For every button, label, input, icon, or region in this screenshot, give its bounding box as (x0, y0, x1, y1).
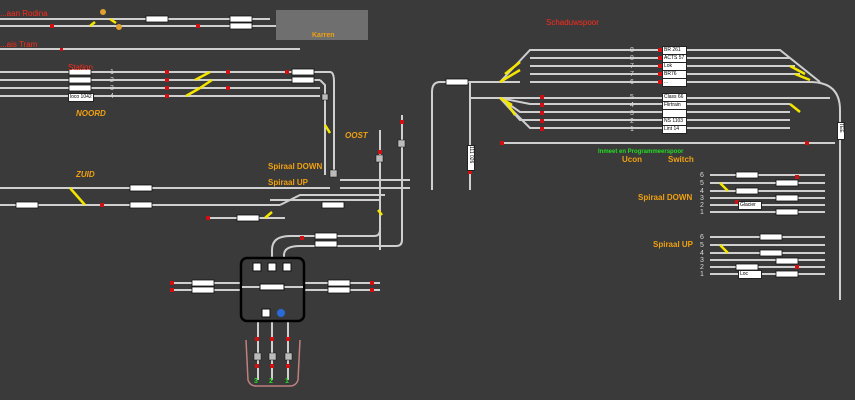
station-track-number: 1 (110, 69, 114, 76)
spiraal-down-track-number: 3 (700, 195, 704, 202)
track-number: 4 (630, 102, 634, 109)
track-number: 6 (630, 79, 634, 86)
signal-icon[interactable] (50, 24, 809, 368)
spiraal-down-track-number: 5 (700, 180, 704, 187)
programming-track-loco-tag[interactable]: 111 026 (467, 145, 475, 171)
oost-label: OOST (345, 131, 368, 140)
switch-label: Switch (668, 155, 694, 164)
station-track-number: 4 (110, 93, 114, 100)
info-icon[interactable] (277, 309, 285, 317)
track-number: 5 (630, 94, 634, 101)
spiraal-down-track-number: 1 (700, 209, 704, 216)
spiraal-up-track-number: 2 (700, 264, 704, 271)
station-label-top: ...aan Rodina (0, 9, 48, 18)
spiraal-up-left-label: Spiraal UP (268, 178, 309, 187)
station-loco-tag[interactable]: loco 1042 (68, 93, 94, 102)
spiraal-up-track-number: 3 (700, 257, 704, 264)
schaduw-loco-tag[interactable]: ... (662, 78, 687, 87)
spiraal-up-right-label: Spiraal UP (653, 240, 694, 249)
spiraal-down-loco-tag[interactable]: Glacier (738, 201, 762, 210)
zuid-label: ZUID (76, 170, 95, 179)
schaduwspoor-label: Schaduwspoor (546, 18, 599, 27)
spiraal-up-loco-tag[interactable]: Loc (738, 270, 762, 279)
track-number: 8 (630, 47, 634, 54)
station-track-number: 3 (110, 85, 114, 92)
turntable-track-number: 3 (254, 378, 258, 385)
station-track-number: 2 (110, 77, 114, 84)
track-number: 8 (630, 55, 634, 62)
station-label: Station (68, 63, 93, 72)
spiraal-up-track-number: 5 (700, 242, 704, 249)
spiraal-down-right-label: Spiraal DOWN (638, 193, 693, 202)
track-number: 1 (630, 126, 634, 133)
spiraal-up-track-number: 1 (700, 271, 704, 278)
inmeet-label: Inmeet en Programmeerspoor (598, 149, 684, 155)
karren-yard[interactable] (276, 10, 368, 40)
spiraal-down-track-number: 6 (700, 172, 704, 179)
track-number: 3 (630, 110, 634, 117)
spiraal-up-track-number: 4 (700, 250, 704, 257)
karren-label: Karren (312, 32, 335, 39)
spiraal-down-track-number: 2 (700, 202, 704, 209)
right-loop-loco-tag[interactable]: TEE (837, 122, 845, 140)
tram-label: ...ais Tram (0, 40, 38, 49)
turntable-track-number: 1 (285, 378, 289, 385)
spiraal-down-track-number: 4 (700, 188, 704, 195)
turntable-icon[interactable] (252, 262, 292, 318)
spiraal-down-left-label: Spiraal DOWN (268, 162, 323, 171)
turntable-track-number: 2 (269, 378, 273, 385)
track-number: 2 (630, 118, 634, 125)
track-number: 7 (630, 63, 634, 70)
ucon-label: Ucon (622, 155, 642, 164)
schaduw-loco-tag[interactable]: Lint 14 (662, 125, 687, 134)
track-number: 7 (630, 71, 634, 78)
spiraal-up-track-number: 6 (700, 234, 704, 241)
noord-label: NOORD (76, 109, 106, 118)
